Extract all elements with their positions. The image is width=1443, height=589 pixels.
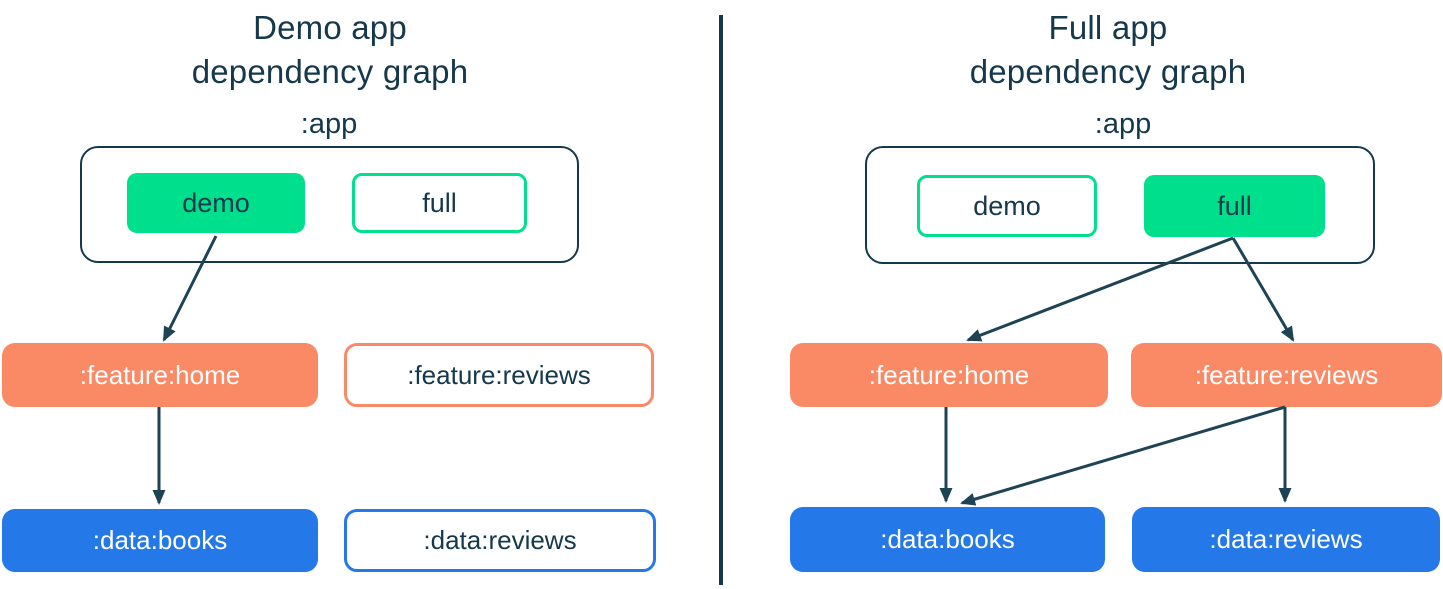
- full-variant-full-node: full: [1144, 175, 1325, 237]
- demo-panel-title-line1: Demo app: [253, 9, 407, 46]
- demo-variant-full-node: full: [352, 173, 527, 233]
- full-panel-title-line2: dependency graph: [969, 53, 1247, 90]
- demo-app-module-container: [80, 146, 579, 263]
- full-data-reviews-node: :data:reviews: [1132, 507, 1440, 572]
- demo-data-books-label: :data:books: [92, 525, 228, 555]
- full-feature-reviews-label: :feature:reviews: [1194, 359, 1379, 390]
- demo-data-books-node: :data:books: [2, 509, 318, 572]
- full-feature-home-node: :feature:home: [790, 343, 1108, 407]
- full-data-books-label: :data:books: [880, 524, 1015, 554]
- full-panel-title-line1: Full app: [1048, 9, 1168, 46]
- full-feature-reviews-node: :feature:reviews: [1131, 343, 1442, 407]
- demo-feature-reviews-label: :feature:reviews: [407, 359, 591, 390]
- demo-app-module-label: :app: [300, 108, 358, 140]
- full-data-reviews-label: :data:reviews: [1209, 524, 1363, 554]
- full-variant-demo-node: demo: [917, 175, 1097, 237]
- full-variant-full-label: full: [1217, 190, 1252, 221]
- demo-variant-demo-node: demo: [127, 173, 305, 233]
- demo-data-reviews-label: :data:reviews: [423, 525, 577, 555]
- demo-panel-title-line2: dependency graph: [191, 53, 469, 90]
- full-data-books-node: :data:books: [790, 507, 1105, 572]
- demo-variant-full-label: full: [422, 187, 457, 218]
- full-panel-title: Full app dependency graph: [858, 6, 1358, 94]
- demo-panel-title: Demo app dependency graph: [80, 6, 580, 94]
- demo-feature-reviews-node: :feature:reviews: [344, 343, 654, 407]
- demo-data-reviews-node: :data:reviews: [344, 509, 656, 572]
- demo-feature-home-node: :feature:home: [2, 343, 318, 407]
- edge-feature-reviews-to-data-books: [960, 405, 1286, 506]
- full-feature-home-label: :feature:home: [868, 359, 1030, 390]
- full-variant-demo-label: demo: [973, 190, 1041, 221]
- panel-divider: [719, 15, 723, 585]
- full-app-module-label: :app: [1094, 108, 1152, 140]
- demo-variant-demo-label: demo: [182, 187, 250, 218]
- demo-feature-home-label: :feature:home: [79, 359, 241, 390]
